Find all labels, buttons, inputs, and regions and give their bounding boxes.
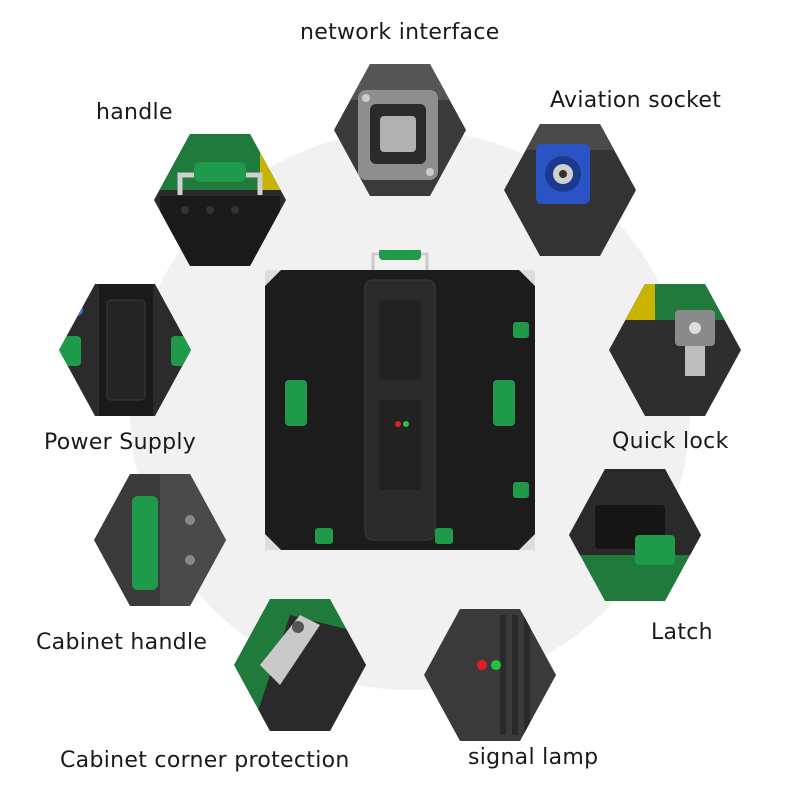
label-cabinet-corner-protection: Cabinet corner protection [60,748,350,773]
label-handle: handle [96,100,173,125]
label-power-supply: Power Supply [44,430,197,455]
corner-guard-icon [230,595,370,735]
green-handle-icon [150,130,290,270]
label-quick-lock: Quick lock [612,429,729,454]
power-box-icon [55,280,195,420]
label-signal-lamp: signal lamp [468,745,599,770]
cabinet-back-view [255,250,545,550]
label-latch: Latch [651,620,713,645]
label-cabinet-handle: Cabinet handle [36,630,208,655]
network-port-icon [330,60,470,200]
lock-pin-icon [605,280,745,420]
label-network-interface: network interface [300,20,500,45]
label-aviation-socket: Aviation socket [550,88,722,113]
signal-lamp-icon [420,605,560,745]
cabinet-handle-icon [90,470,230,610]
latch-icon [565,465,705,605]
blue-socket-icon [500,120,640,260]
